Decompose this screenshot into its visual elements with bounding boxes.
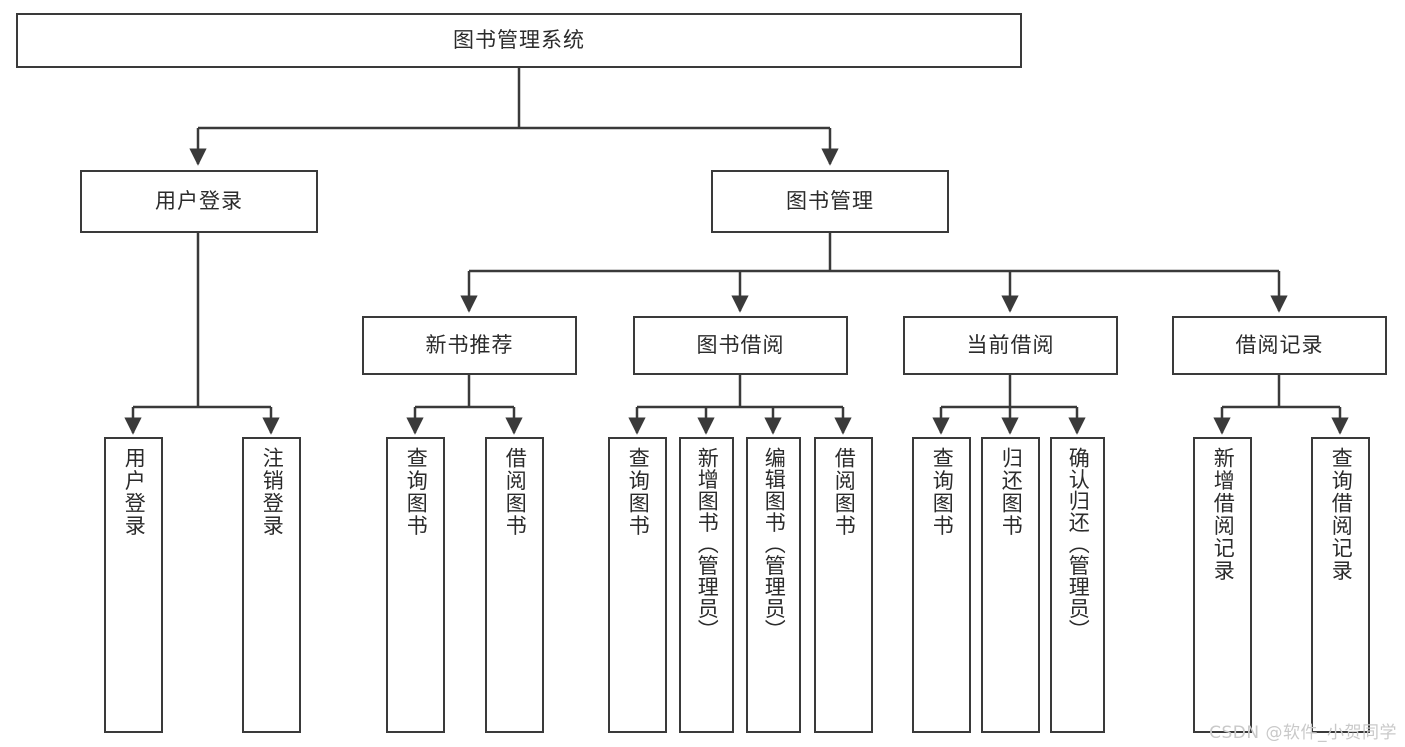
node-leaf-confirm-return-admin[interactable]: 确认归还（管理员） [1050, 437, 1105, 733]
node-leaf-borrow-book-rec[interactable]: 借阅图书 [485, 437, 544, 733]
node-label: 借阅图书 [832, 447, 857, 537]
node-label: 查询借阅记录 [1329, 447, 1354, 582]
node-user-login[interactable]: 用户登录 [80, 170, 318, 233]
node-leaf-add-book-admin[interactable]: 新增图书（管理员） [679, 437, 734, 733]
watermark: CSDN @软件_小贺同学 [1209, 723, 1397, 743]
node-label: 查询图书 [626, 447, 651, 537]
node-label: 查询图书 [930, 447, 955, 537]
node-leaf-return-book[interactable]: 归还图书 [981, 437, 1040, 733]
node-label: 图书管理系统 [453, 27, 585, 52]
node-label: 查询图书 [404, 447, 429, 537]
node-label: 借阅记录 [1235, 332, 1324, 357]
node-label: 用户登录 [155, 188, 243, 213]
node-label: 借阅图书 [503, 447, 528, 537]
node-label: 编辑图书（管理员） [762, 447, 787, 641]
node-leaf-query-book[interactable]: 查询图书 [608, 437, 667, 733]
node-leaf-edit-book-admin[interactable]: 编辑图书（管理员） [746, 437, 801, 733]
node-label: 归还图书 [999, 447, 1024, 537]
node-leaf-borrow-book[interactable]: 借阅图书 [814, 437, 873, 733]
node-leaf-logout[interactable]: 注销登录 [242, 437, 301, 733]
node-label: 用户登录 [122, 447, 147, 537]
node-label: 确认归还（管理员） [1066, 447, 1091, 641]
node-leaf-query-borrow-record[interactable]: 查询借阅记录 [1311, 437, 1370, 733]
node-book-borrow[interactable]: 图书借阅 [633, 316, 848, 375]
node-book-management[interactable]: 图书管理 [711, 170, 949, 233]
node-label: 新增图书（管理员） [695, 447, 720, 641]
node-label: 新增借阅记录 [1211, 447, 1236, 582]
node-leaf-query-book-current[interactable]: 查询图书 [912, 437, 971, 733]
node-label: 注销登录 [260, 447, 285, 537]
node-leaf-user-login[interactable]: 用户登录 [104, 437, 163, 733]
node-label: 新书推荐 [425, 332, 514, 357]
node-label: 当前借阅 [966, 332, 1055, 357]
node-leaf-query-book-rec[interactable]: 查询图书 [386, 437, 445, 733]
node-borrow-record[interactable]: 借阅记录 [1172, 316, 1387, 375]
node-label: 图书借阅 [696, 332, 785, 357]
node-new-book-recommend[interactable]: 新书推荐 [362, 316, 577, 375]
node-label: 图书管理 [786, 188, 874, 213]
node-leaf-add-borrow-record[interactable]: 新增借阅记录 [1193, 437, 1252, 733]
node-root-system[interactable]: 图书管理系统 [16, 13, 1022, 68]
node-current-borrow[interactable]: 当前借阅 [903, 316, 1118, 375]
